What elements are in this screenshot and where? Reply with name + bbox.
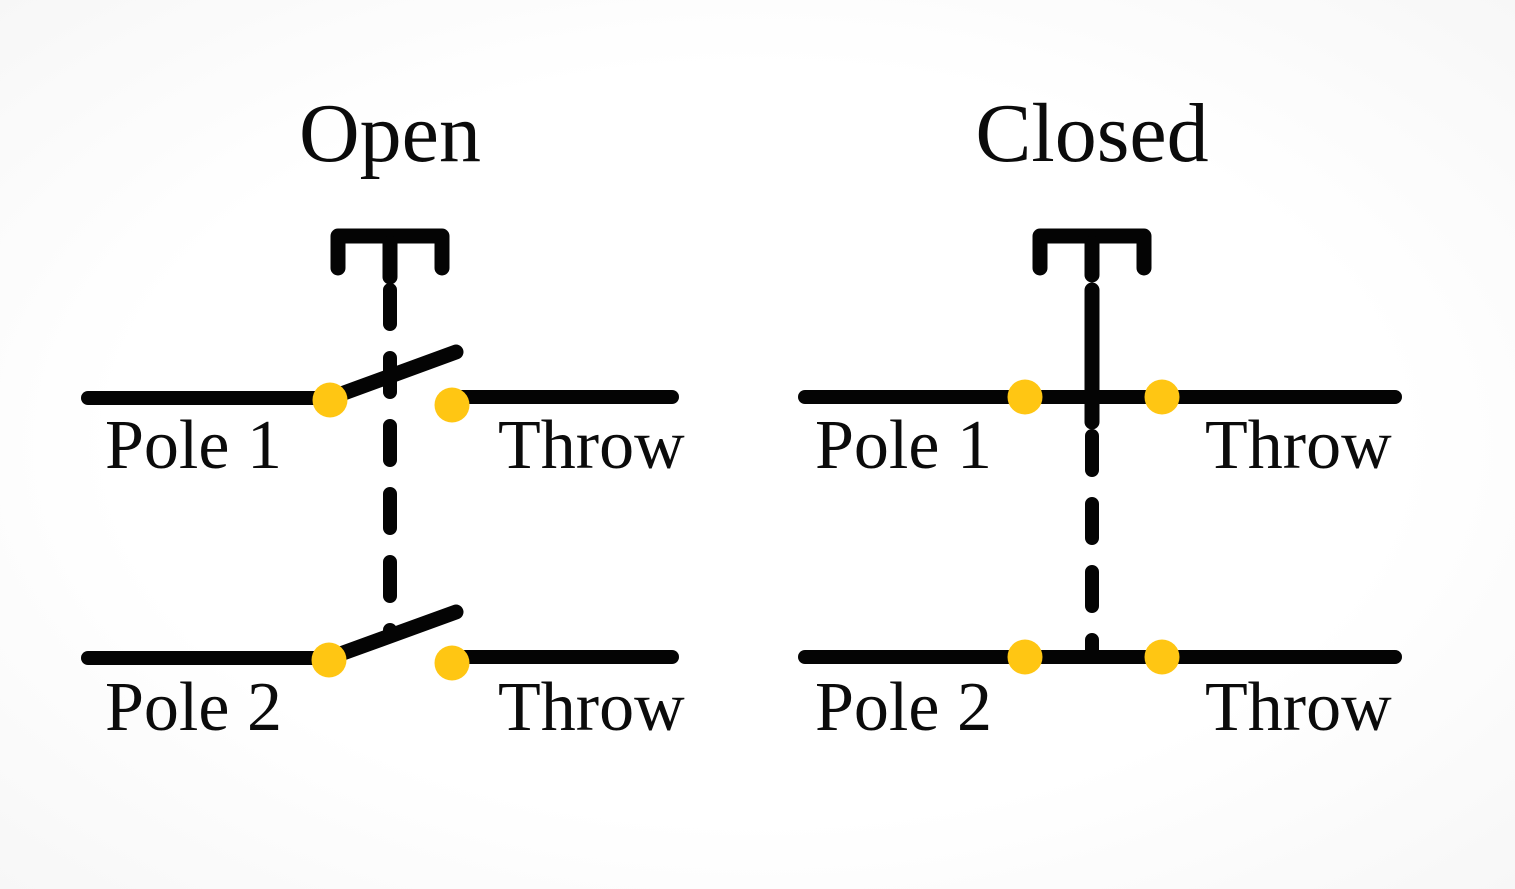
throw-1-label: Throw <box>498 407 685 484</box>
pole-1-terminal-dot <box>312 382 348 418</box>
closed-title: Closed <box>975 87 1208 180</box>
pole-1-terminal-dot <box>1007 379 1043 415</box>
closed-state-diagram: Closed Pole 1 Throw Pole 2 Throw <box>798 87 1402 746</box>
pole-2-label: Pole 2 <box>815 669 992 746</box>
closed-pole-1-row: Pole 1 Throw <box>798 379 1402 484</box>
pole-1-label: Pole 1 <box>105 407 282 484</box>
open-state-diagram: Open Pole 1 Throw Po <box>81 87 685 746</box>
open-pole-2-row: Pole 2 Throw <box>81 604 685 746</box>
throw-2-terminal-dot <box>1144 639 1180 675</box>
closed-pole-2-row: Pole 2 Throw <box>798 639 1402 746</box>
pole-2-label: Pole 2 <box>105 669 282 746</box>
pole-2-terminal-dot <box>311 642 347 678</box>
throw-1-terminal-dot <box>1144 379 1180 415</box>
throw-1-terminal-dot <box>434 387 470 423</box>
open-pole-1-row: Pole 1 Throw <box>81 344 685 484</box>
throw-2-label: Throw <box>1205 669 1392 746</box>
throw-1-label: Throw <box>1205 407 1392 484</box>
throw-2-terminal-dot <box>434 645 470 681</box>
pole-2-open-lever <box>324 604 464 665</box>
throw-2-label: Throw <box>498 669 685 746</box>
open-title: Open <box>299 87 481 180</box>
pole-2-terminal-dot <box>1007 639 1043 675</box>
pole-1-open-lever <box>325 344 464 405</box>
pole-1-label: Pole 1 <box>815 407 992 484</box>
